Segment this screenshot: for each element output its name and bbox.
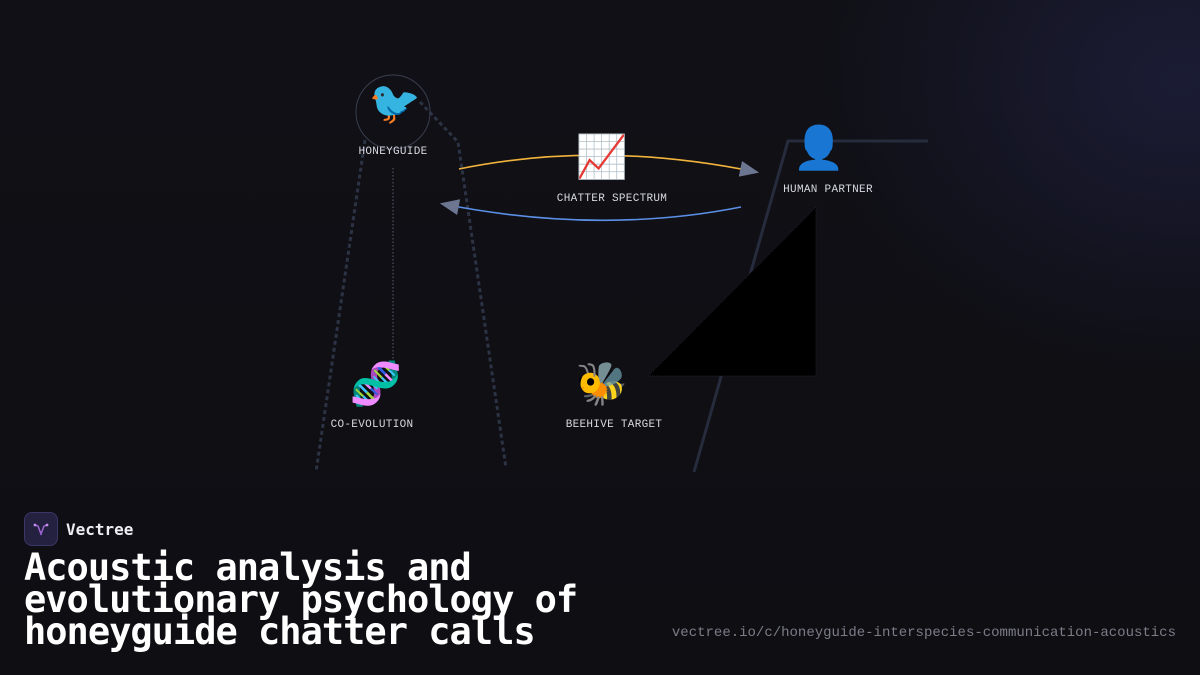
source-url: vectree.io/c/honeyguide-interspecies-com…: [671, 625, 1176, 641]
node-label-co-evolution: CO-EVOLUTION: [330, 419, 414, 431]
scaffold-right-leg: [418, 100, 508, 469]
dna-icon: 🧬: [349, 359, 403, 408]
node-label-beehive-target: BEEHIVE TARGET: [565, 419, 663, 431]
edge-human-to-honeyguide: [439, 199, 742, 222]
vectree-logo-icon: [24, 512, 58, 546]
triangle-shape: [646, 205, 817, 377]
bee-icon: 🐝: [575, 359, 629, 408]
page-title: Acoustic analysis and evolutionary psych…: [24, 546, 578, 653]
node-label-honeyguide: HONEYGUIDE: [358, 146, 428, 158]
bird-icon: 🐦: [368, 78, 422, 127]
person-silhouette-icon: 👤: [792, 123, 846, 172]
edge-honeyguide-to-human: [458, 154, 760, 177]
chart-increasing-icon: 📈: [575, 132, 629, 181]
brand: Vectree: [24, 512, 133, 546]
node-label-chatter-spectrum: CHATTER SPECTRUM: [556, 193, 668, 205]
brand-name: Vectree: [66, 519, 134, 539]
node-label-human-partner: HUMAN PARTNER: [783, 184, 873, 196]
honeyguide-ring: [355, 74, 431, 150]
